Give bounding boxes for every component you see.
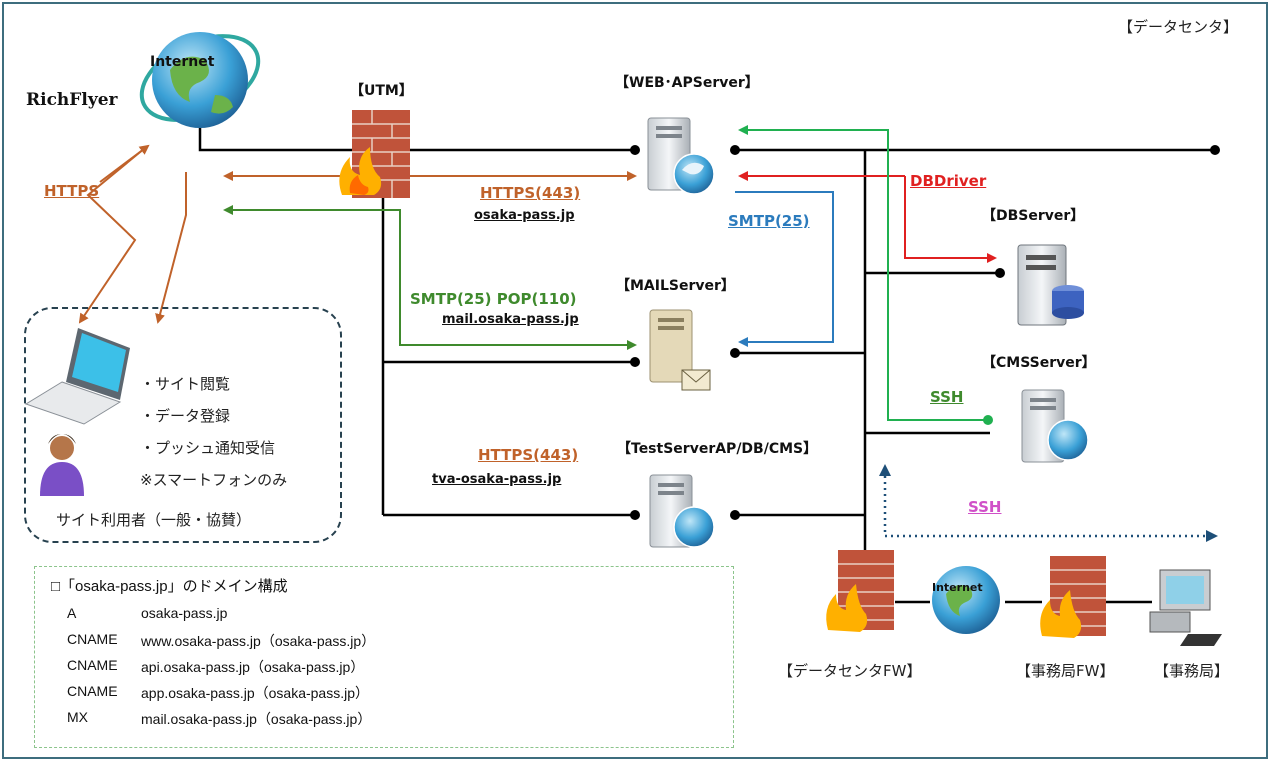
dns-title: □「osaka-pass.jp」のドメイン構成 — [51, 578, 288, 595]
user-item: ・サイト閲覧 — [140, 375, 231, 393]
web-domain: osaka-pass.jp — [474, 208, 575, 223]
https-443-label: HTTPS(443) — [480, 184, 581, 202]
web-server-icon — [647, 117, 715, 195]
org-name: RichFlyer — [26, 90, 118, 110]
office-firewall-icon — [1040, 556, 1106, 638]
test-domain: tva-osaka-pass.jp — [432, 472, 562, 487]
dns-record-type: MX — [67, 709, 88, 725]
datacenter-fw-label: 【データセンタFW】 — [778, 662, 922, 680]
user-person-icon — [40, 434, 84, 496]
office-fw-label: 【事務局FW】 — [1016, 662, 1115, 680]
dns-record-value: mail.osaka-pass.jp（osaka-pass.jp） — [141, 711, 372, 727]
office-internet-icon — [932, 566, 1000, 634]
dbdriver-flow — [738, 171, 997, 263]
dns-record-type: CNAME — [67, 631, 118, 647]
db-server-label: 【DBServer】 — [982, 208, 1085, 224]
site-user-group: ・サイト閲覧 ・データ登録 ・プッシュ通知受信 ※スマートフォンのみ サイト利用… — [24, 307, 342, 543]
dns-record-type: CNAME — [67, 657, 118, 673]
mail-server-label: 【MAILServer】 — [616, 278, 735, 294]
web-server-label: 【WEB･APServer】 — [615, 75, 759, 91]
utm-label: 【UTM】 — [350, 83, 413, 99]
dns-record-type: CNAME — [67, 683, 118, 699]
network-lines — [198, 105, 1215, 604]
user-item: ・プッシュ通知受信 — [140, 439, 276, 457]
internet-globe-icon — [139, 32, 261, 128]
user-note: ※スマートフォンのみ — [140, 471, 288, 489]
dns-record-value: api.osaka-pass.jp（osaka-pass.jp） — [141, 659, 365, 675]
db-server-icon — [1017, 244, 1084, 326]
office-pc-icon — [1149, 569, 1222, 646]
user-item: ・データ登録 — [140, 407, 231, 425]
utm-firewall-icon — [339, 110, 410, 198]
test-server-label: 【TestServerAP/DB/CMS】 — [617, 441, 818, 457]
datacenter-firewall-icon — [826, 550, 894, 632]
dns-record-type: A — [67, 605, 77, 621]
office-internet-label: Internet — [932, 581, 983, 594]
dbdriver-label: DBDriver — [910, 172, 987, 190]
connection-dots — [630, 145, 1220, 520]
office-label: 【事務局】 — [1154, 662, 1230, 680]
datacenter-label: 【データセンタ】 — [1118, 18, 1239, 36]
ssh-flow — [738, 125, 988, 421]
smtp-25-label: SMTP(25) — [728, 212, 810, 230]
smtp-flow — [735, 191, 834, 347]
internet-label: Internet — [150, 54, 215, 70]
mail-domain: mail.osaka-pass.jp — [442, 312, 579, 327]
cms-server-label: 【CMSServer】 — [982, 355, 1096, 371]
ssh-office-label: SSH — [968, 498, 1002, 516]
test-server-icon — [649, 474, 715, 548]
dns-record-value: www.osaka-pass.jp（osaka-pass.jp） — [141, 633, 376, 649]
mail-flow — [223, 205, 637, 350]
smtp-pop-label: SMTP(25) POP(110) — [410, 290, 577, 308]
https-client-label: HTTPS — [44, 182, 100, 200]
user-caption: サイト利用者（一般・協賛） — [56, 511, 252, 529]
dns-config-box: □「osaka-pass.jp」のドメイン構成 A osaka-pass.jp … — [34, 566, 734, 748]
laptop-icon — [24, 328, 130, 425]
ssh-office-flow — [883, 470, 1212, 538]
dns-record-value: app.osaka-pass.jp（osaka-pass.jp） — [141, 685, 370, 701]
ssh-cms-label: SSH — [930, 388, 964, 406]
https-443-test-label: HTTPS(443) — [478, 446, 579, 464]
mail-server-icon — [649, 309, 711, 391]
dns-record-value: osaka-pass.jp — [141, 605, 228, 621]
cms-server-icon — [1021, 389, 1089, 463]
